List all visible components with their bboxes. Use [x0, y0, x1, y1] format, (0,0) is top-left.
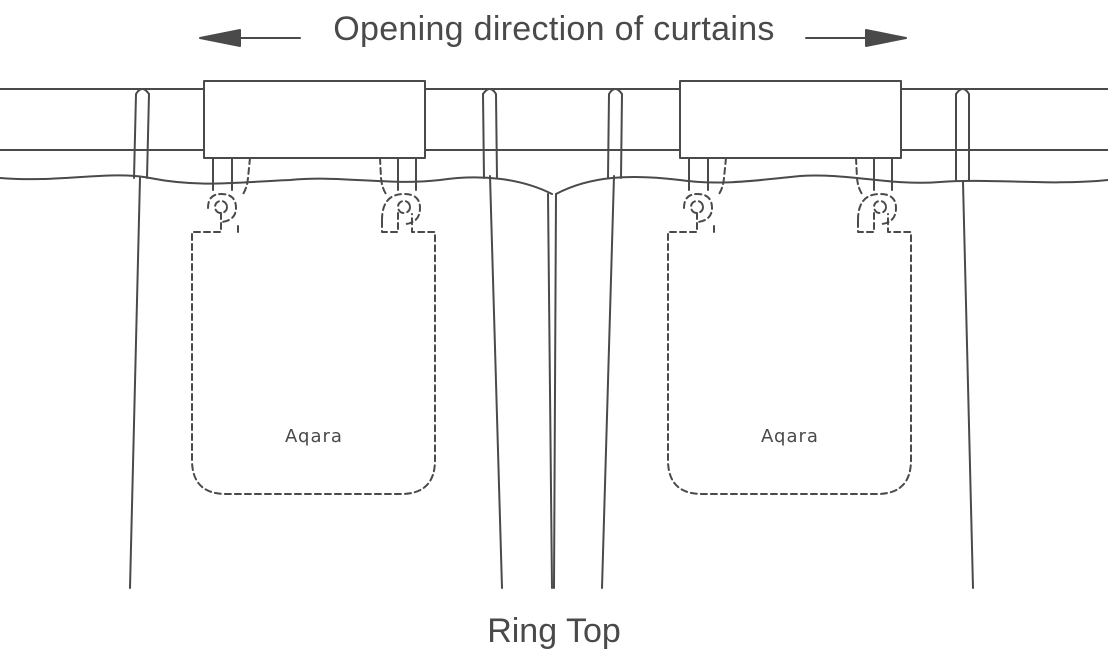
curtain-ring [482, 88, 498, 179]
right-curtain-folds [553, 175, 974, 589]
left-curtain-top-edge [0, 174, 553, 195]
right-motor-brand: Aqara [761, 426, 819, 447]
curtain-rod [0, 88, 1108, 151]
ring-top-caption: Ring Top [487, 612, 621, 650]
curtain-ring [607, 88, 623, 179]
right-curtain-motor: Aqara [667, 80, 912, 495]
left-motor-brand: Aqara [285, 426, 343, 447]
motor-housing [679, 80, 902, 159]
left-curtain-motor: Aqara [191, 80, 436, 495]
right-direction-arrow [805, 29, 907, 47]
right-curtain-top-edge [555, 174, 1108, 195]
left-direction-arrow [199, 29, 301, 47]
opening-direction-label: Opening direction of curtains [333, 10, 775, 48]
motor-housing [203, 80, 426, 159]
curtain-ring [133, 88, 150, 179]
left-curtain-folds [129, 175, 553, 589]
curtain-ring [955, 88, 970, 181]
